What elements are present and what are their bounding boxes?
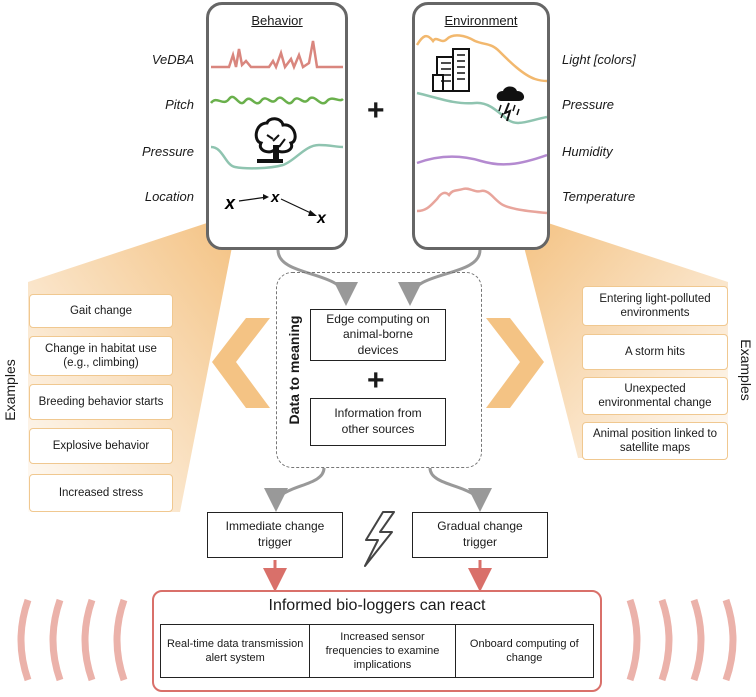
temperature-trace [416,187,547,215]
example-left-5: Increased stress [29,474,173,512]
example-right-4: Animal position linked to satellite maps [582,422,728,460]
examples-left-label: Examples [2,359,18,421]
example-left-2: Change in habitat use (e.g., climbing) [29,336,173,376]
behavior-label-vedba: VeDBA [151,52,194,67]
react-title: Informed bio-loggers can react [268,597,486,614]
example-right-1: Entering light-polluted environments [582,286,728,326]
behavior-panel: Behavior x x x [206,2,348,250]
tree-icon [254,117,297,163]
pitch-trace [210,95,344,105]
environment-label-light: Light [colors] [562,52,636,67]
center-to-immediate-arrow [264,467,326,512]
data-to-meaning-label: Data to meaning [286,315,302,425]
other-sources-box: Information from other sources [310,398,446,446]
behavior-label-pressure: Pressure [141,144,194,159]
wave-arcs-right [626,598,737,682]
gradual-change-trigger-box: Gradual change trigger [412,512,548,558]
example-left-1: Gait change [29,294,173,328]
lightning-icon [364,511,395,567]
behavior-to-center-arrow [276,249,358,306]
location-marker-3: x [316,210,327,227]
pressure-trace-environment [416,91,547,125]
right-chevron [486,318,544,408]
react-options: Real-time data transmission alert system… [160,624,594,678]
data-to-meaning-box [276,272,482,468]
location-marker-2: x [270,189,280,206]
storm-icon [496,86,525,122]
environment-label-pressure: Pressure [562,97,615,112]
humidity-trace [416,153,547,166]
light-trace [415,34,547,83]
behavior-label-pitch: Pitch [165,97,194,112]
immediate-change-trigger-box: Immediate change trigger [207,512,343,558]
react-option-1: Real-time data transmission alert system [161,625,311,677]
edge-computing-box: Edge computing on animal-borne devices [310,309,446,361]
left-chevron [212,318,270,408]
city-icon [432,48,470,92]
example-right-3: Unexpected environmental change [582,377,728,415]
environment-panel-title: Environment [444,13,518,28]
center-to-gradual-arrow [428,467,492,512]
example-left-3: Breeding behavior starts [29,384,173,420]
examples-right-label: Examples [738,339,754,401]
behavior-signals: x x x [210,40,344,227]
vedba-trace [211,40,343,71]
react-option-2: Increased sensor frequencies to examine … [310,625,456,677]
example-left-4: Explosive behavior [29,428,173,464]
pressure-trace-behavior [210,143,344,170]
environment-to-center-arrow [398,249,482,306]
environment-signals [415,34,547,215]
react-box [152,590,602,692]
wave-arcs-left [17,598,128,682]
center-plus: + [367,364,385,397]
environment-label-temperature: Temperature [562,189,636,204]
example-right-2: A storm hits [582,334,728,370]
behavior-environment-plus: + [367,94,385,127]
behavior-panel-title: Behavior [251,13,303,28]
behavior-label-location: Location [144,189,194,204]
environment-panel: Environment [412,2,550,250]
environment-label-humidity: Humidity [562,144,613,159]
react-option-3: Onboard computing of change [469,637,579,664]
location-marker-1: x [224,193,236,213]
